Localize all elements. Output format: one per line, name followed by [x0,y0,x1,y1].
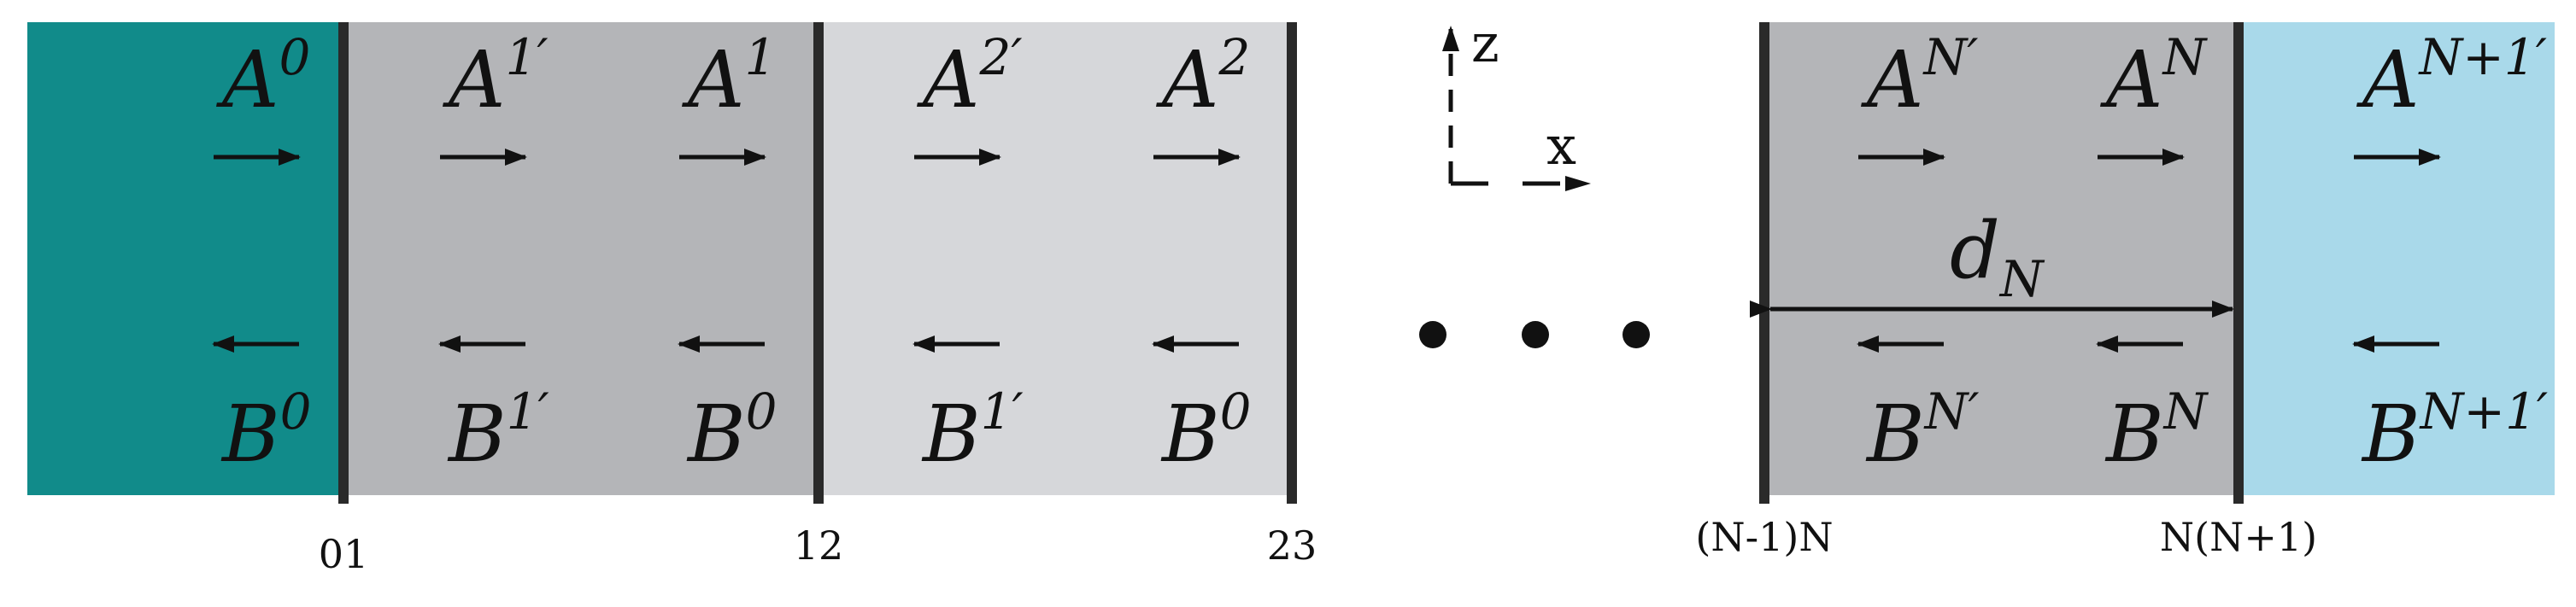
amplitude-symbol: B [447,388,507,480]
medium-0-region [27,22,343,495]
x-axis-arrowhead [1565,176,1591,191]
amplitude-superscript: 1′ [981,382,1024,441]
amplitude-superscript: 1 [744,28,776,86]
amplitude-label-a: A0 [215,28,310,125]
amplitude-label-a: A1′ [442,28,549,125]
amplitude-symbol: A [1155,34,1218,125]
amplitude-superscript: 2′ [978,28,1022,86]
amplitude-superscript: 1′ [505,28,548,86]
layer-N-region [1764,22,2239,495]
ellipsis-dot [1622,321,1650,348]
amplitude-symbol: B [686,388,746,480]
propagation-arrows [212,149,2441,353]
amplitude-symbol: A [2099,34,2162,125]
amplitude-symbol: B [1865,388,1925,480]
amplitude-symbol: A [681,34,744,125]
interface-label-23: 23 [1267,522,1317,569]
ellipsis-dot [1522,321,1549,348]
amplitude-label-b: B0 [686,382,777,480]
thickness-label: dN [1950,205,2045,308]
ellipsis-dots [1419,321,1650,348]
amplitude-label-b: B1′ [447,382,549,480]
z-axis-arrowhead [1442,26,1459,51]
amplitude-superscript: N′ [1922,28,1978,86]
amplitude-label-b: BN′ [1865,382,1980,480]
amplitude-symbol: A [2356,34,2419,125]
amplitude-symbol: A [442,34,505,125]
interface-label-N-1-N: (N-1)N [1695,514,1833,560]
medium-N-plus-1-region [2239,22,2555,495]
amplitude-labels: A0B0A1′A1B1′B0A2′A2B1′B0AN′ANBN′BNAN+1′B… [215,28,2548,480]
amplitude-label-b: B0 [1160,382,1252,480]
amplitude-label-b: B0 [220,382,312,480]
amplitude-superscript: N+1′ [2417,28,2546,86]
amplitude-superscript: 0 [746,382,777,441]
interface-label-12: 12 [794,522,844,569]
amplitude-label-b: B1′ [921,382,1024,480]
amplitude-superscript: 0 [279,28,310,86]
z-axis-label: z [1471,12,1499,74]
amplitude-label-a: A1 [681,28,776,125]
amplitude-superscript: N [2162,382,2209,441]
amplitude-superscript: 0 [1220,382,1252,441]
amplitude-symbol: A [1860,34,1923,125]
amplitude-superscript: N [2161,28,2208,86]
amplitude-symbol: B [1160,388,1220,480]
layer-2-region [819,22,1294,495]
amplitude-superscript: 2 [1218,28,1250,86]
interface-label-N-N-1: N(N+1) [2160,514,2317,560]
amplitude-superscript: N′ [1923,382,1980,441]
amplitude-superscript: 0 [280,382,312,441]
amplitude-symbol: A [215,34,279,125]
ellipsis-dot [1419,321,1446,348]
x-axis-label: x [1546,114,1576,177]
amplitude-symbol: A [916,34,979,125]
amplitude-symbol: B [220,388,280,480]
amplitude-label-a: AN′ [1860,28,1978,125]
amplitude-label-a: AN [2099,28,2208,125]
amplitude-superscript: 1′ [507,382,549,441]
amplitude-label-a: A2′ [916,28,1023,125]
amplitude-label-b: BN [2104,382,2209,480]
amplitude-label-a: AN+1′ [2356,28,2547,125]
coordinate-axes: z x [1442,12,1591,191]
amplitude-symbol: B [2361,388,2421,480]
amplitude-symbol: B [2104,388,2164,480]
amplitude-superscript: N+1′ [2419,382,2548,441]
layer-1-region [343,22,819,495]
interface-label-01: 01 [319,531,369,577]
amplitude-label-a: A2 [1155,28,1250,125]
amplitude-label-b: BN+1′ [2361,382,2548,480]
amplitude-symbol: B [921,388,981,480]
